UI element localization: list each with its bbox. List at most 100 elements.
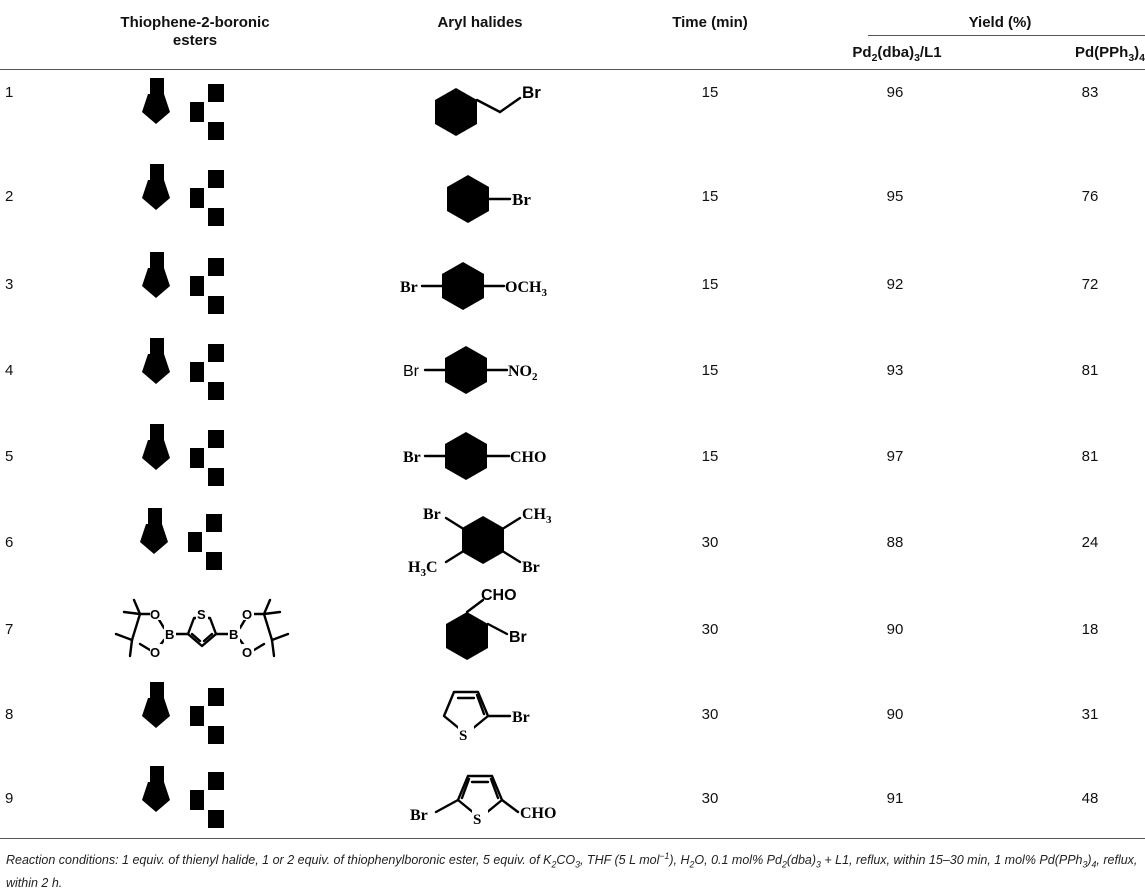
svg-text:S: S xyxy=(459,728,467,744)
svg-text:O: O xyxy=(210,383,222,400)
svg-text:S: S xyxy=(149,510,159,527)
svg-text:O: O xyxy=(242,607,252,622)
time-row-3: 15 xyxy=(701,276,719,293)
yield-dba-row-9: 91 xyxy=(886,790,904,807)
yield-dba-row-8: 90 xyxy=(886,706,904,723)
entry-9: 9 xyxy=(5,790,14,807)
svg-text:O: O xyxy=(210,727,222,744)
svg-text:O: O xyxy=(210,811,222,828)
yield-dba-row-4: 93 xyxy=(886,362,904,379)
svg-text:O: O xyxy=(210,172,222,189)
svg-text:O: O xyxy=(210,690,222,707)
entry-8: 8 xyxy=(5,706,14,723)
svg-text:S: S xyxy=(151,254,161,271)
svg-text:Br: Br xyxy=(403,449,421,466)
svg-text:O: O xyxy=(208,516,220,533)
time-row-2: 15 xyxy=(701,188,719,205)
header-pd-pph3: Pd(PPh3)4 xyxy=(1074,44,1145,64)
yield-pph-row-7: 18 xyxy=(1081,621,1099,638)
svg-text:O: O xyxy=(150,645,160,660)
svg-text:O: O xyxy=(150,607,160,622)
svg-text:S: S xyxy=(151,166,161,183)
yield-dba-row-7: 90 xyxy=(886,621,904,638)
svg-text:S: S xyxy=(473,812,481,828)
svg-text:Br: Br xyxy=(512,190,531,209)
svg-text:S: S xyxy=(151,684,161,701)
entry-2: 2 xyxy=(5,188,14,205)
header-yield-rule xyxy=(868,35,1145,36)
yield-dba-row-2: 95 xyxy=(886,188,904,205)
svg-text:B: B xyxy=(189,534,200,551)
yield-dba-row-3: 92 xyxy=(886,276,904,293)
svg-text:Br: Br xyxy=(400,279,418,296)
svg-text:B: B xyxy=(165,627,174,642)
svg-text:S: S xyxy=(151,426,161,443)
svg-text:CH3: CH3 xyxy=(522,506,552,526)
header-aryl-halides: Aryl halides xyxy=(437,14,523,31)
svg-text:CHO: CHO xyxy=(481,587,517,604)
time-row-5: 15 xyxy=(701,448,719,465)
bromothiophene-structure: S Br xyxy=(442,690,530,744)
svg-text:OCH3: OCH3 xyxy=(505,279,547,299)
svg-text:O: O xyxy=(210,346,222,363)
bromoanisole-structure: Br OCH3 xyxy=(400,262,547,310)
yield-pph-row-2: 76 xyxy=(1081,188,1099,205)
svg-text:H3C: H3C xyxy=(408,559,438,579)
header-yield: Yield (%) xyxy=(968,14,1032,31)
header-pd-dba: Pd2(dba)3/L1 xyxy=(852,44,942,64)
svg-text:O: O xyxy=(208,553,220,570)
header-bottom-rule xyxy=(0,69,1145,70)
svg-text:B: B xyxy=(191,364,202,381)
svg-text:O: O xyxy=(210,123,222,140)
yield-pph-row-4: 81 xyxy=(1081,362,1099,379)
yield-dba-row-6: 88 xyxy=(886,534,904,551)
svg-text:B: B xyxy=(191,450,202,467)
bromobenzene-structure: Br xyxy=(447,175,531,223)
svg-text:Br: Br xyxy=(423,506,441,523)
yield-pph-row-3: 72 xyxy=(1081,276,1099,293)
thiophene-bpin-structure: S BO O xyxy=(140,508,250,576)
svg-text:S: S xyxy=(151,768,161,785)
table-bottom-rule xyxy=(0,838,1145,839)
thiophene-bpin-structure: S BO O xyxy=(142,424,252,492)
time-row-4: 15 xyxy=(701,362,719,379)
thiophene-bpin-structure: S BO O xyxy=(142,78,252,146)
svg-text:Br: Br xyxy=(522,559,540,576)
svg-text:B: B xyxy=(191,190,202,207)
entry-7: 7 xyxy=(5,621,14,638)
svg-text:O: O xyxy=(210,86,222,103)
svg-text:S: S xyxy=(151,340,161,357)
svg-text:Br: Br xyxy=(509,629,527,646)
yield-pph-row-6: 24 xyxy=(1081,534,1099,551)
yield-pph-row-8: 31 xyxy=(1081,706,1099,723)
svg-text:B: B xyxy=(229,627,238,642)
entry-6: 6 xyxy=(5,534,14,551)
svg-text:CHO: CHO xyxy=(520,805,556,822)
time-row-6: 30 xyxy=(701,534,719,551)
yield-pph-row-9: 48 xyxy=(1081,790,1099,807)
svg-text:S: S xyxy=(151,80,161,97)
yield-dba-row-5: 97 xyxy=(886,448,904,465)
entry-5: 5 xyxy=(5,448,14,465)
time-row-1: 15 xyxy=(701,84,719,101)
svg-text:O: O xyxy=(210,432,222,449)
entry-3: 3 xyxy=(5,276,14,293)
benzyl-bromide-structure: Br xyxy=(435,83,541,136)
svg-text:Br: Br xyxy=(512,709,530,726)
svg-text:Br: Br xyxy=(403,363,420,380)
svg-text:Br: Br xyxy=(410,807,428,824)
header-thiophene: Thiophene-2-boronic esters xyxy=(120,14,270,49)
time-row-9: 30 xyxy=(701,790,719,807)
table-footnote: Reaction conditions: 1 equiv. of thienyl… xyxy=(6,851,1138,890)
thiophene-bis-bpin-structure: S B B O O O O xyxy=(114,598,290,660)
bromothiophene-carbaldehyde-structure: S Br CHO xyxy=(410,774,556,828)
svg-text:B: B xyxy=(191,104,202,121)
svg-text:O: O xyxy=(210,469,222,486)
svg-text:O: O xyxy=(210,774,222,791)
